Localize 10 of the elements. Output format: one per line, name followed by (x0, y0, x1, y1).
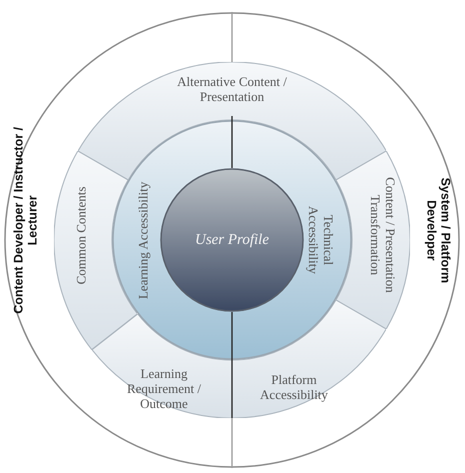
segment-label: Content / Presentation Transformation (367, 176, 397, 295)
segment-label: Common Contents (74, 185, 90, 286)
segment-label: Platform Accessibility (259, 373, 329, 403)
segment-label: Learning Accessibility (136, 180, 152, 300)
segment-label: Technical Accessibility (305, 204, 335, 276)
center-label: User Profile (194, 232, 270, 249)
segment-label: Alternative Content / Presentation (176, 75, 288, 105)
segment-label: Learning Requirement / Outcome (126, 367, 202, 412)
role-label: Content Developer / Instructor / Lecturer (12, 125, 40, 316)
role-label: System / Platform Developer (424, 176, 452, 285)
